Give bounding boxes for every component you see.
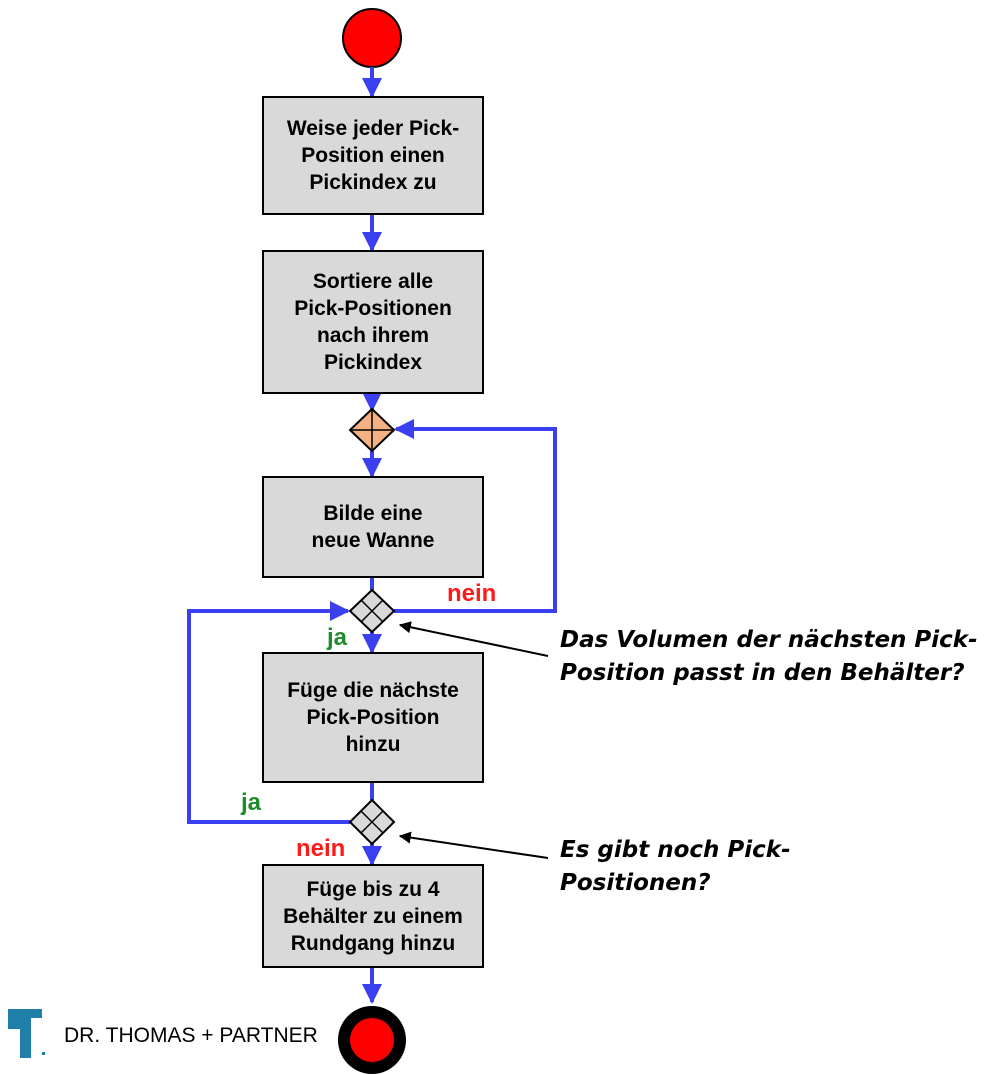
volume-note-pointer (398, 621, 549, 657)
merge-node (348, 407, 396, 453)
flow-more-yes-loop (187, 601, 350, 824)
more-positions-question-note: Es gibt noch Pick- Positionen? (560, 837, 791, 896)
volume-yes-label: ja (327, 624, 348, 651)
end-node (338, 1006, 406, 1074)
more-yes-label: ja (241, 789, 262, 816)
step-add-next-position: Füge die nächste Pick-Position hinzu (262, 652, 484, 783)
step-sort-positions: Sortiere alle Pick-Positionen nach ihrem… (262, 250, 484, 394)
more-positions-decision-node (348, 798, 396, 846)
company-logo-text: DR. THOMAS + PARTNER (64, 1024, 318, 1047)
volume-no-label: nein (447, 580, 497, 607)
more-no-label: nein (296, 835, 346, 862)
flow-volume-no-loop (394, 419, 557, 613)
step-assign-pickindex: Weise jeder Pick- Position einen Pickind… (262, 96, 484, 215)
tp-logo-icon (8, 1009, 45, 1058)
start-node (342, 8, 402, 68)
volume-question-note: Das Volumen der nächsten Pick- Position … (560, 627, 978, 686)
volume-decision-node (348, 588, 396, 634)
step-add-to-tour: Füge bis zu 4 Behälter zu einem Rundgang… (262, 864, 484, 968)
more-note-pointer (398, 831, 549, 859)
step-new-tub: Bilde eine neue Wanne (262, 476, 484, 578)
